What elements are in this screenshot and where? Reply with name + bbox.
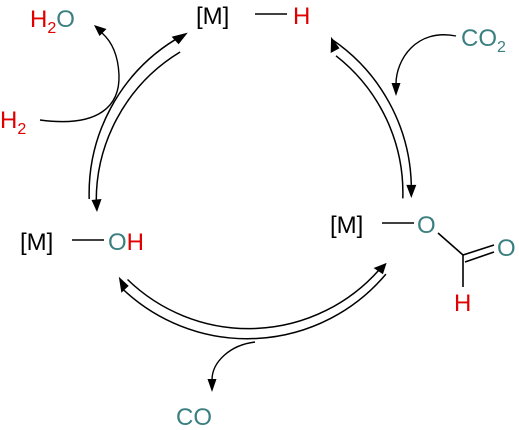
eq-arrow-right-reverse bbox=[335, 55, 404, 199]
co2-label: CO2 bbox=[461, 25, 506, 56]
c-o-double-bond-a bbox=[462, 244, 495, 256]
o-c-bond bbox=[437, 232, 464, 256]
eq-arrow-bottom-reverse-head bbox=[373, 262, 387, 275]
hydride-h-label: H bbox=[293, 3, 310, 30]
h2-h2o-arrow bbox=[39, 32, 120, 123]
eq-arrow-bottom-reverse bbox=[126, 269, 380, 330]
formate-carbonyl-o-label: O bbox=[497, 235, 516, 262]
formate-o-label: O bbox=[417, 212, 436, 239]
hydroxide-metal-label: [M] bbox=[20, 229, 53, 256]
eq-arrow-left-reverse bbox=[95, 51, 181, 210]
eq-arrow-left-forward bbox=[88, 39, 176, 200]
hydride-metal-label: [M] bbox=[196, 3, 229, 30]
eq-arrow-left-reverse-head bbox=[91, 199, 102, 212]
co-exit-arrow-head bbox=[207, 379, 217, 392]
co2-entry-arrow bbox=[395, 34, 457, 85]
eq-arrow-bottom-forward bbox=[120, 273, 387, 340]
h2o-label: H2O bbox=[30, 6, 75, 37]
eq-arrow-bottom-forward-head bbox=[118, 276, 129, 293]
eq-arrow-right-reverse-head bbox=[330, 36, 340, 53]
formate-metal-label: [M] bbox=[330, 212, 363, 239]
hydroxide-o-label: OH bbox=[108, 229, 144, 256]
co2-entry-arrow-head bbox=[391, 83, 401, 96]
formate-h-label: H bbox=[454, 290, 471, 317]
h2o-exit-arrow-head bbox=[94, 25, 107, 36]
c-o-double-bond-b bbox=[464, 251, 495, 263]
h2-label: H2 bbox=[0, 107, 26, 138]
eq-arrow-right-forward-head bbox=[406, 184, 417, 198]
co-label: CO bbox=[176, 404, 212, 430]
eq-arrow-right-forward bbox=[331, 38, 413, 185]
eq-arrow-left-forward-head bbox=[171, 32, 188, 45]
co-exit-arrow bbox=[211, 341, 256, 381]
